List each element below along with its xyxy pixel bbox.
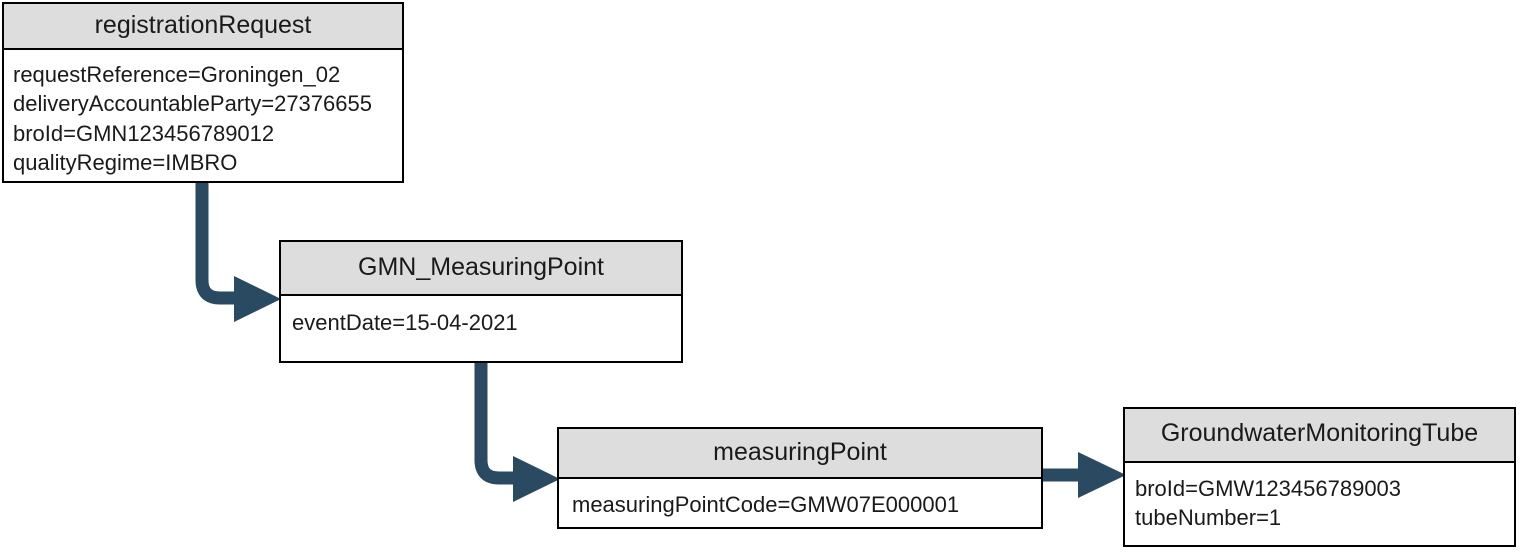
attribute-line: broId=GMN123456789012: [13, 120, 275, 146]
attribute-line: qualityRegime=IMBRO: [13, 149, 238, 175]
connector-registration-request-to-gmn-measuring-point: [195, 183, 281, 322]
object-attributes-gmn-measuring-point: eventDate=15-04-2021: [281, 296, 681, 338]
object-box-groundwater-monitoring-tube[interactable]: GroundwaterMonitoringTube broId=GMW12345…: [1123, 407, 1516, 547]
object-title-registration-request: registrationRequest: [4, 4, 402, 50]
object-attributes-groundwater-monitoring-tube: broId=GMW123456789003 tubeNumber=1: [1125, 463, 1514, 533]
object-attributes-measuring-point: measuringPointCode=GMW07E000001: [559, 479, 1041, 520]
attribute-line: requestReference=Groningen_02: [13, 62, 341, 87]
connector-gmn-measuring-point-to-measuring-point: [474, 363, 560, 502]
attribute-line: tubeNumber=1: [1135, 505, 1282, 531]
object-title-groundwater-monitoring-tube: GroundwaterMonitoringTube: [1125, 409, 1514, 463]
object-box-measuring-point[interactable]: measuringPoint measuringPointCode=GMW07E…: [557, 427, 1043, 529]
object-box-registration-request[interactable]: registrationRequest requestReference=Gro…: [2, 2, 404, 183]
object-title-gmn-measuring-point: GMN_MeasuringPoint: [281, 242, 681, 296]
object-title-measuring-point: measuringPoint: [559, 429, 1041, 479]
connector-measuring-point-to-groundwater-monitoring-tube: [1043, 452, 1126, 498]
attribute-line: deliveryAccountableParty=27376655: [13, 91, 372, 117]
attribute-line: measuringPointCode=GMW07E000001: [572, 492, 960, 517]
attribute-line: broId=GMW123456789003: [1135, 476, 1402, 501]
object-box-gmn-measuring-point[interactable]: GMN_MeasuringPoint eventDate=15-04-2021: [279, 240, 683, 363]
attribute-line: eventDate=15-04-2021: [292, 310, 518, 335]
object-attributes-registration-request: requestReference=Groningen_02 deliveryAc…: [4, 50, 402, 177]
